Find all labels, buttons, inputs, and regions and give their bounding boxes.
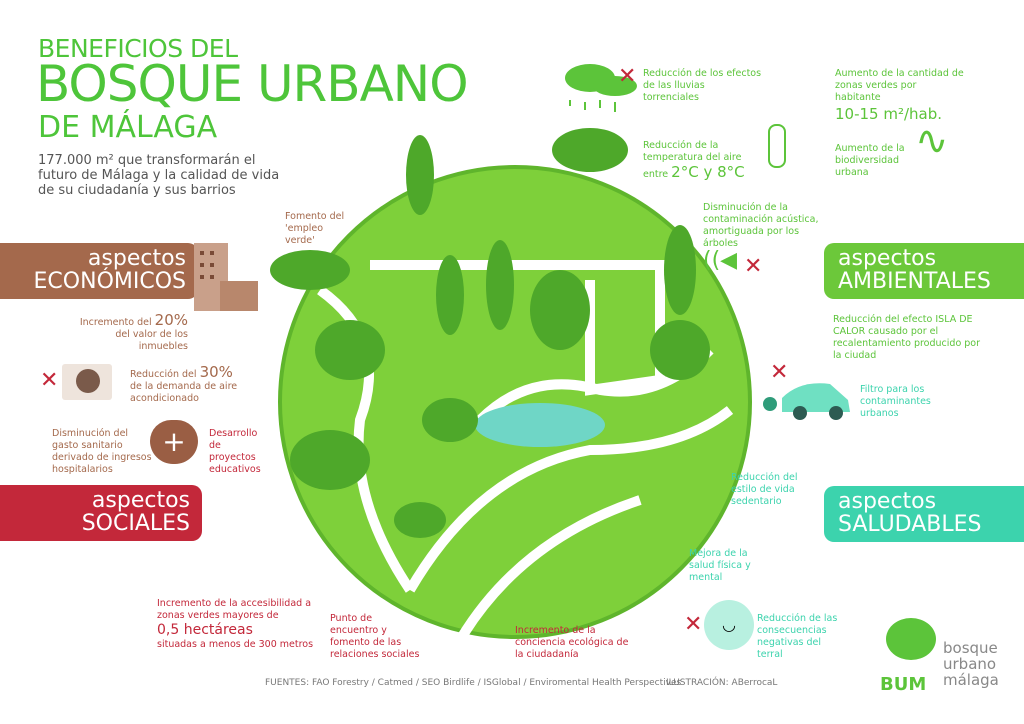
thermometer-icon	[768, 124, 786, 168]
cross-mark-icon: ✕	[618, 64, 637, 89]
cross-mark-icon: ✕	[684, 612, 703, 637]
aire-text: Reducción del 30% de la demanda de aire …	[130, 364, 240, 405]
aire-pre: Reducción del	[130, 369, 197, 380]
sedentario-text: Reducción del estilo de vida sedentario	[731, 472, 798, 507]
aire-post: de la demanda de aire acondicionado	[130, 381, 238, 404]
zonas-value: 10-15 m²/hab.	[835, 105, 943, 123]
subtitle: 177.000 m² que transformarán el futuro d…	[38, 153, 280, 198]
cloud-rain-icon	[565, 64, 637, 112]
band-saludables-line1: aspectos	[838, 489, 937, 514]
title-line-1: BENEFICIOS DEL	[38, 34, 238, 63]
accesibilidad-pre: Incremento de la accesibilidad a zonas v…	[157, 598, 312, 621]
band-economicos: aspectos ECONÓMICOS	[0, 243, 198, 299]
band-ambientales-line2: AMBIENTALES	[838, 269, 991, 294]
salud-text: Mejora de la salud física y mental	[689, 548, 751, 583]
aire-value: 30%	[199, 363, 233, 381]
encuentro-text: Punto de encuentro y fomento de las rela…	[330, 613, 420, 660]
band-ambientales: aspectos AMBIENTALES	[824, 243, 1024, 299]
inmuebles-post: del valor de los inmuebles	[115, 329, 188, 352]
cross-mark-icon: ✕	[40, 368, 59, 393]
air-conditioner-icon	[62, 364, 112, 400]
filtro-text: Filtro para los contaminantes urbanos	[860, 384, 931, 419]
band-economicos-line1: aspectos	[87, 246, 186, 271]
tree-logo-icon: BUM	[880, 618, 942, 695]
band-ambientales-line1: aspectos	[838, 246, 937, 271]
logo-line3: málaga	[943, 671, 999, 689]
logo-line1: bosque	[943, 639, 998, 657]
biodiversidad-text: Aumento de la biodiversidad urbana	[835, 143, 905, 178]
lluvias-text: Reducción de los efectos de las lluvias …	[643, 68, 762, 103]
smog-face-icon: ◡	[704, 600, 754, 650]
zonas-verdes-text: Aumento de la cantidad de zonas verdes p…	[835, 68, 965, 123]
inmuebles-pre: Incremento del	[79, 317, 152, 328]
cross-mark-icon: ✕	[770, 360, 789, 385]
inmuebles-text: Incremento del 20% del valor de los inmu…	[78, 312, 188, 353]
temperatura-pre: Reducción de la temperatura del aire ent…	[643, 140, 742, 180]
inmuebles-value: 20%	[154, 311, 188, 329]
logo-line2: urbano	[943, 655, 997, 673]
band-sociales-line2: SOCIALES	[81, 511, 190, 536]
logo-text: bosque urbano málaga	[943, 640, 999, 688]
logo-mark: BUM	[880, 674, 927, 695]
accesibilidad-value: 0,5 hectáreas	[157, 622, 253, 638]
educativos-text: Desarrollo de proyectos educativos	[209, 428, 261, 475]
accesibilidad-text: Incremento de la accesibilidad a zonas v…	[157, 598, 317, 651]
accesibilidad-post: situadas a menos de 300 metros	[157, 639, 314, 650]
conciencia-text: Incremento de la conciencia ecológica de…	[515, 625, 629, 660]
car-icon	[763, 383, 850, 420]
terral-text: Reducción de las consecuencias negativas…	[757, 613, 838, 660]
band-saludables: aspectos SALUDABLES	[824, 486, 1024, 542]
temperatura-value: 2°C y 8°C	[671, 163, 745, 181]
acustica-text: Disminución de la contaminación acústica…	[703, 202, 819, 249]
empleo-verde-text: Fomento del 'empleo verde'	[285, 211, 345, 246]
temperatura-text: Reducción de la temperatura del aire ent…	[643, 140, 768, 181]
heart-cross-icon: +	[150, 420, 198, 464]
band-sociales: aspectos SOCIALES	[0, 485, 202, 541]
band-sociales-line1: aspectos	[91, 488, 190, 513]
isla-calor-text: Reducción del efecto ISLA DE CALOR causa…	[833, 314, 981, 361]
zonas-pre: Aumento de la cantidad de zonas verdes p…	[835, 68, 964, 103]
speaker-muted-icon: ((◀	[703, 248, 738, 273]
building-icon	[194, 243, 258, 311]
lizard-icon: ∿	[915, 118, 949, 164]
band-saludables-line2: SALUDABLES	[838, 512, 982, 537]
ilustracion-text: ILUSTRACIÓN: ABerrocaL	[666, 678, 778, 688]
park-illustration	[270, 128, 752, 643]
title-line-3: DE MÁLAGA	[38, 110, 218, 145]
title-line-2: BOSQUE URBANO	[36, 55, 469, 113]
cross-mark-icon: ✕	[744, 254, 763, 279]
fuentes-text: FUENTES: FAO Forestry / Catmed / SEO Bir…	[265, 678, 682, 688]
sanitario-text: Disminución del gasto sanitario derivado…	[52, 428, 152, 475]
band-economicos-line2: ECONÓMICOS	[33, 269, 186, 294]
